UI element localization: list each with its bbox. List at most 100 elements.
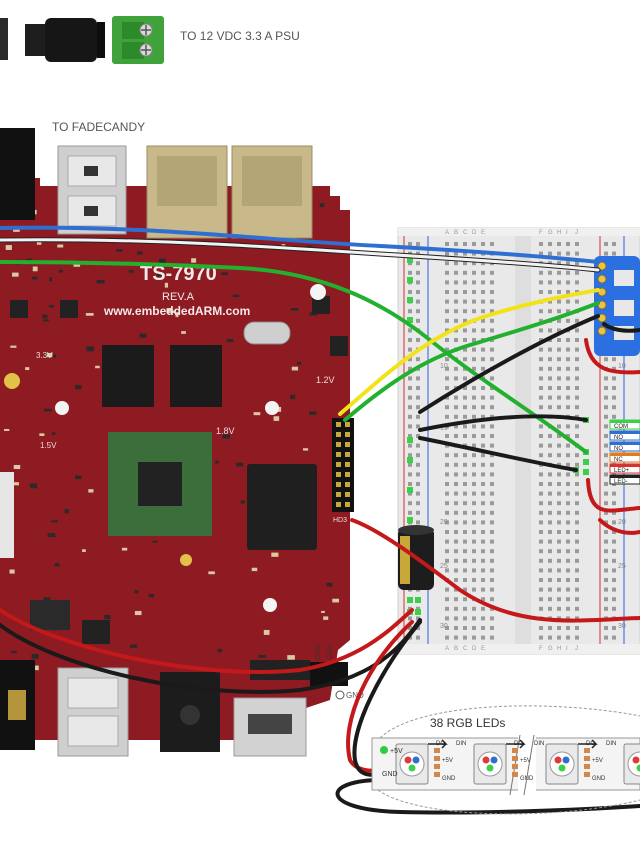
breadboard-hole <box>445 319 449 323</box>
column-letter: D <box>472 230 477 236</box>
breadboard-hole <box>463 578 467 582</box>
pin-label-color <box>610 464 640 467</box>
voltage-label-2: 1.8V <box>216 426 235 436</box>
smd-component <box>291 308 298 311</box>
breadboard-hole <box>557 482 561 486</box>
gold-pad <box>4 373 20 389</box>
breadboard-hole <box>548 280 552 284</box>
breadboard-hole <box>539 348 543 352</box>
pin-label-color <box>610 453 640 456</box>
led-red <box>405 757 412 764</box>
led-pin-din: DIN <box>456 741 466 747</box>
breadboard-hole <box>548 568 552 572</box>
rail-hole <box>408 453 412 457</box>
mounting-hole <box>265 401 279 415</box>
breadboard-hole <box>445 482 449 486</box>
rail-hole <box>408 376 412 380</box>
rail-hole <box>612 396 616 400</box>
breadboard-hole <box>548 482 552 486</box>
breadboard-hole <box>548 597 552 601</box>
breadboard-hole <box>539 367 543 371</box>
breadboard-hole <box>557 568 561 572</box>
mounting-hole <box>55 401 69 415</box>
power-connector <box>0 128 35 220</box>
breadboard-hole <box>490 616 494 620</box>
breadboard-hole <box>490 405 494 409</box>
rail-hole <box>612 252 616 256</box>
breadboard-hole <box>548 405 552 409</box>
rail-hole <box>612 549 616 553</box>
breadboard-hole <box>490 396 494 400</box>
smd-component <box>42 315 47 319</box>
header-pin <box>336 432 341 437</box>
rail-hole <box>416 492 420 496</box>
breadboard-hole <box>481 636 485 640</box>
breadboard-hole <box>566 396 570 400</box>
solder-pad <box>434 772 440 777</box>
rail-hole <box>612 376 616 380</box>
breadboard-hole <box>557 588 561 592</box>
active-hole <box>407 487 413 493</box>
rail-hole <box>612 405 616 409</box>
inductor-1 <box>10 300 28 318</box>
led-green <box>409 765 416 772</box>
breadboard-hole <box>472 520 476 524</box>
breadboard-hole <box>557 280 561 284</box>
header-pin <box>336 442 341 447</box>
rail-hole <box>604 405 608 409</box>
breadboard-hole <box>472 626 476 630</box>
rail-hole <box>408 290 412 294</box>
breadboard-hole <box>575 405 579 409</box>
ram-chip-1 <box>102 345 154 407</box>
smd-component <box>236 463 243 467</box>
rail-hole <box>612 559 616 563</box>
rail-hole <box>612 492 616 496</box>
breadboard-hole <box>472 578 476 582</box>
breadboard-hole <box>472 348 476 352</box>
smd-component <box>43 319 48 321</box>
breadboard-hole <box>463 616 467 620</box>
breadboard-hole <box>454 636 458 640</box>
breadboard-hole <box>575 348 579 352</box>
breadboard-hole <box>539 242 543 246</box>
ts-7970-board: TS-7970 REV.A www.embeddedARM.com HD3 1 <box>0 128 364 756</box>
solder-pad <box>512 764 518 769</box>
breadboard-hole <box>472 511 476 515</box>
breadboard-hole <box>575 636 579 640</box>
smd-component <box>25 367 29 370</box>
breadboard-hole <box>445 338 449 342</box>
crystal <box>244 322 290 344</box>
breadboard-hole <box>490 424 494 428</box>
rail-hole <box>416 463 420 467</box>
smd-component <box>86 313 94 316</box>
breadboard-hole <box>566 578 570 582</box>
breadboard-hole <box>472 472 476 476</box>
rail-hole <box>604 482 608 486</box>
breadboard-hole <box>481 482 485 486</box>
smd-component <box>6 245 12 250</box>
breadboard-hole <box>548 328 552 332</box>
breadboard-hole <box>490 530 494 534</box>
row-number: 25 <box>618 563 626 570</box>
solder-pad <box>512 748 518 753</box>
breadboard-hole <box>557 367 561 371</box>
breadboard-hole <box>539 540 543 544</box>
breadboard-hole <box>566 319 570 323</box>
breadboard-hole <box>539 357 543 361</box>
breadboard-hole <box>490 290 494 294</box>
breadboard-hole <box>445 597 449 601</box>
smd-component <box>12 273 19 277</box>
breadboard-hole <box>575 540 579 544</box>
breadboard-hole <box>566 482 570 486</box>
breadboard-hole <box>539 472 543 476</box>
breadboard-hole <box>566 252 570 256</box>
breadboard-hole <box>445 540 449 544</box>
smd-component <box>75 385 81 389</box>
breadboard-hole <box>463 463 467 467</box>
led-pin-5v: +5V <box>520 758 531 764</box>
rail-hole <box>408 424 412 428</box>
breadboard-hole <box>557 405 561 409</box>
led-pin-gnd: GND <box>520 776 534 782</box>
breadboard-hole <box>454 578 458 582</box>
smd-component <box>134 590 138 593</box>
